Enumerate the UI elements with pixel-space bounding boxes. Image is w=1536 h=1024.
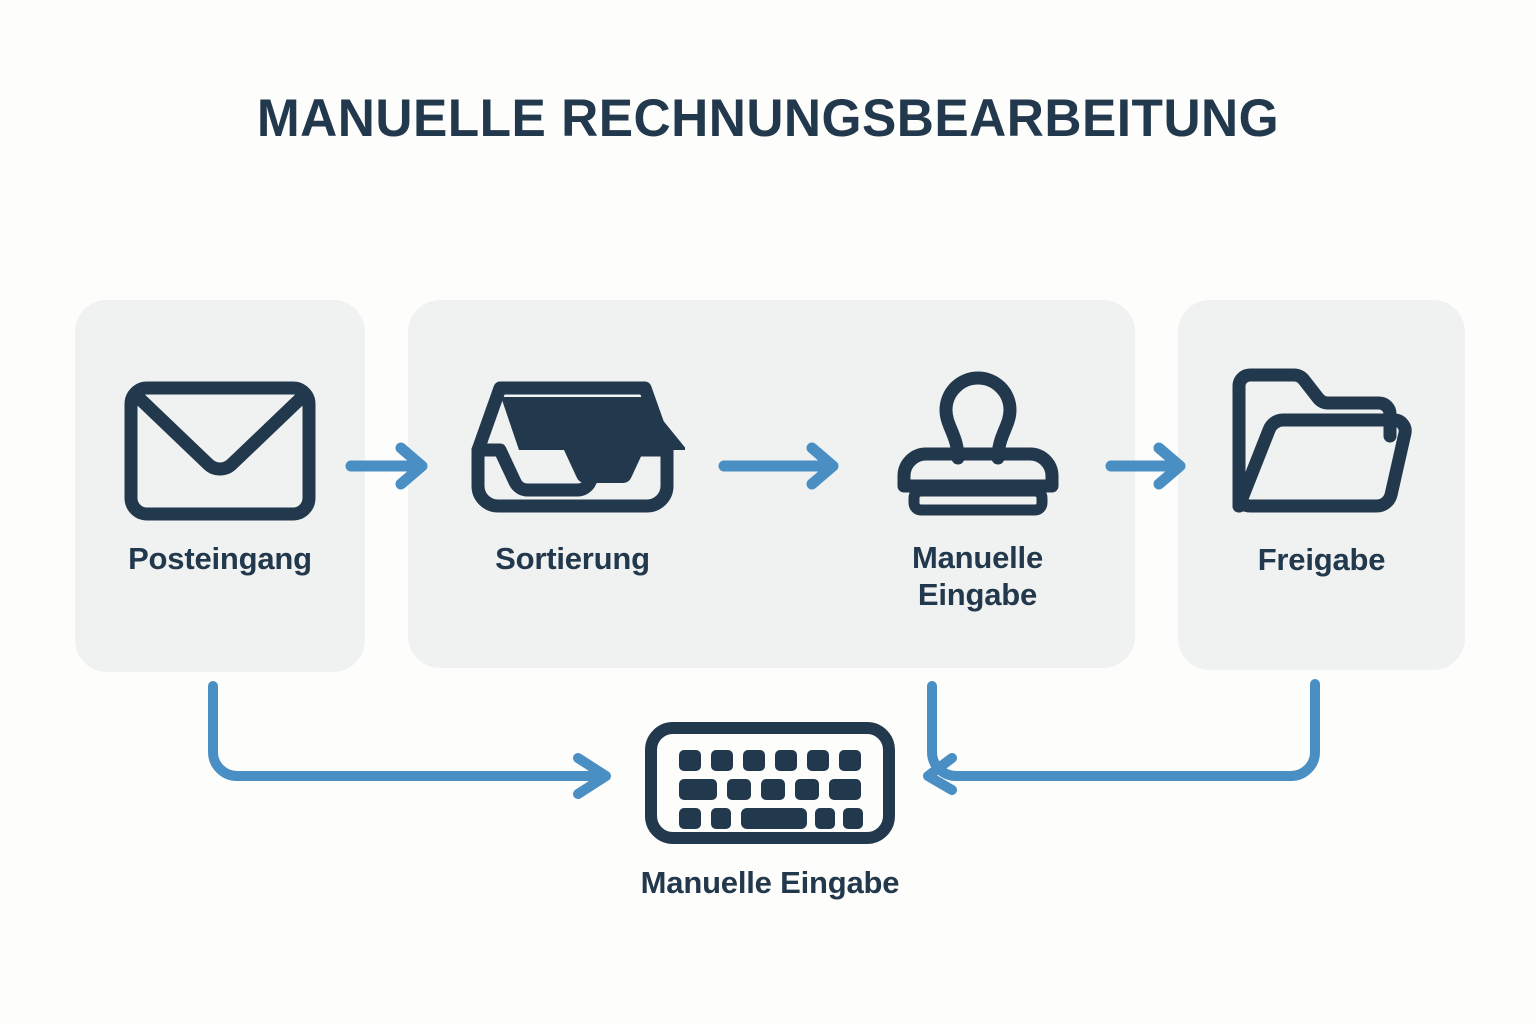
card-posteingang [75, 300, 365, 672]
step-posteingang[interactable]: Posteingang [75, 372, 365, 578]
step-label-manuelle-eingabe-line2: Eingabe [917, 576, 1038, 612]
step-freigabe[interactable]: Freigabe [1178, 358, 1465, 579]
keyboard-icon [645, 722, 895, 848]
open-folder-icon [1178, 358, 1465, 528]
step-label-posteingang: Posteingang [128, 541, 312, 576]
card-freigabe [1178, 300, 1465, 670]
arrow-sortierung-manuelle-eingabe [718, 440, 846, 497]
connector-freigabe-to-manuelle-eingabe [923, 679, 1320, 795]
step-manuelle-eingabe[interactable]: Manuelle Eingabe [840, 346, 1115, 613]
step-sortierung[interactable]: Sortierung [420, 372, 725, 578]
step-label-sortierung: Sortierung [495, 541, 650, 576]
connector-posteingang-to-keyboard [208, 681, 611, 799]
rubber-stamp-icon [840, 346, 1115, 526]
envelope-icon [75, 372, 365, 527]
callout-label: Manuelle Eingabe [640, 865, 900, 900]
inbox-tray-icon [420, 372, 725, 527]
arrow-manuelle-eingabe-freigabe [1105, 440, 1193, 497]
step-label-freigabe: Freigabe [1257, 542, 1386, 577]
page-title: MANUELLE RECHNUNGSBEARBEITUNG [256, 89, 1280, 148]
callout-manuelle-eingabe[interactable]: Manuelle Eingabe [600, 722, 940, 901]
step-label-manuelle-eingabe-line1: Manuelle [911, 540, 1044, 575]
arrow-posteingang-sortierung [345, 440, 435, 497]
